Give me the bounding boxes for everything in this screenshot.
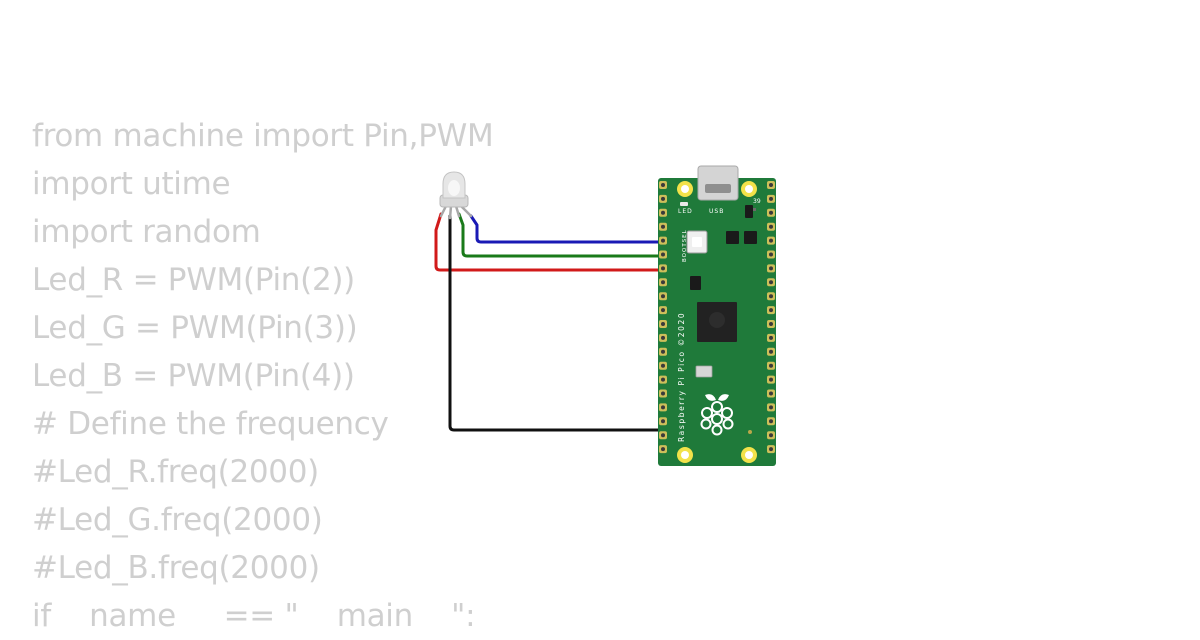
right-pin-hole [769,335,773,340]
mounting-hole-center [681,451,689,459]
blue-wire[interactable] [469,214,670,244]
right-pin-hole [769,419,773,424]
led-leg-red [439,204,448,218]
right-pin-hole [769,363,773,368]
right-pin-hole [769,266,773,271]
silkscreen-labels: LED USB 39 BOOTSEL Raspberry Pi Pico ©20… [677,198,761,442]
left-pin-hole [661,280,665,285]
code-line: import utime [32,166,231,202]
code-listing: from machine import Pin,PWM import utime… [32,112,494,640]
left-pin-hole [661,308,665,313]
left-pin-hole [661,391,665,396]
green-wire[interactable] [457,212,670,258]
code-line: if name == " main ": [32,598,476,634]
mounting-hole-center [745,451,753,459]
left-pin-hole [661,419,665,424]
code-line: import random [32,214,261,250]
left-pin-hole [661,238,665,243]
rgb-led[interactable] [439,171,473,220]
raspberry-pi-logo [700,394,734,436]
led-highlight [448,180,460,196]
right-pin-hole [769,308,773,313]
pin-number-label: 39 [753,198,761,205]
left-pin-hole [661,322,665,326]
left-pin-hole [661,335,665,340]
usb-label: USB [709,208,724,215]
left-pin-hole [661,447,665,452]
led-leg-green [454,204,461,218]
left-pin-hole [661,294,665,299]
usb-connector[interactable] [697,165,739,201]
led-leg-blue [459,204,473,218]
left-pin-hole [661,405,665,410]
right-pin-hole [769,391,773,396]
code-line: Led_B = PWM(Pin(4)) [32,358,355,394]
code-line: from machine import Pin,PWM [32,118,494,154]
board-silkscreen: Raspberry Pi Pico ©2020 [677,312,686,442]
left-pin-hole [661,210,665,215]
right-pin-hole [769,183,773,187]
led-leg-common [448,204,453,220]
code-line: #Led_B.freq(2000) [32,550,320,586]
right-pin-hole [769,280,773,285]
left-pin-hole [661,363,665,368]
right-pin-hole [769,433,773,438]
raspberry-pi-pico[interactable]: LED USB 39 BOOTSEL Raspberry Pi Pico ©20… [658,165,776,466]
smd-components [690,205,757,290]
test-point [748,430,752,434]
right-pin-hole [769,377,773,382]
right-pin-hole [769,196,773,201]
left-pin-hole [661,183,665,187]
right-pin-hole [769,349,773,354]
left-pin-hole [661,252,665,257]
code-line: Led_G = PWM(Pin(3)) [32,310,358,346]
mounting-hole-center [745,185,753,193]
pin-header-left[interactable] [659,181,667,454]
led-label: LED [678,208,693,215]
rp2040-chip [697,302,737,342]
mounting-holes [677,181,757,463]
right-pin-hole [769,210,773,215]
right-pin-hole [769,238,773,243]
left-pin-hole [661,266,665,271]
left-pin-hole [661,224,665,229]
code-line: #Led_G.freq(2000) [32,502,323,538]
left-pin-hole [661,349,665,354]
mounting-hole-center [681,185,689,193]
red-wire[interactable] [434,212,670,272]
black-wire[interactable] [448,214,670,432]
pin-header-right[interactable] [767,181,775,454]
debug-header [695,365,713,378]
right-pin-hole [769,447,773,452]
bootsel-button[interactable] [686,230,708,254]
left-pin-hole [661,433,665,438]
right-pin-hole [769,252,773,257]
right-pin-hole [769,405,773,410]
wires [434,212,670,432]
left-pin-hole [661,196,665,201]
code-line: Led_R = PWM(Pin(2)) [32,262,355,298]
onboard-led [680,202,688,206]
right-pin-hole [769,224,773,229]
right-pin-hole [769,294,773,299]
code-line: #Led_R.freq(2000) [32,454,319,490]
left-pin-hole [661,377,665,382]
right-pin-hole [769,322,773,326]
code-line: # Define the frequency [32,406,389,442]
bootsel-label: BOOTSEL [682,229,688,262]
